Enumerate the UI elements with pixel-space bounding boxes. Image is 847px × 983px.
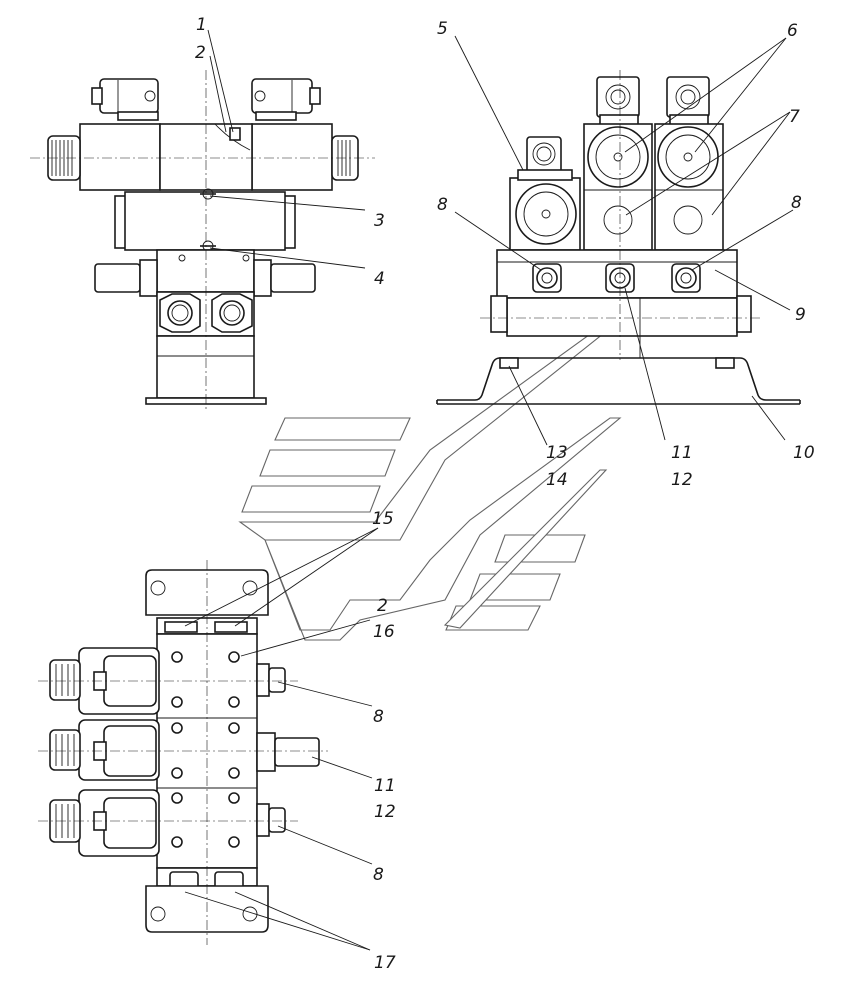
solenoid-row-3 [49,789,286,857]
callout-8-right: 8 [791,193,802,213]
port-plugs [532,263,701,293]
callout-12-plan: 12 [374,802,396,822]
callout-10: 10 [793,443,815,463]
front-view [30,70,375,410]
callout-13: 13 [546,443,568,463]
callout-7: 7 [789,107,800,127]
callout-17: 17 [374,953,396,973]
callout-15: 15 [372,509,394,529]
callout-11: 11 [671,443,693,463]
callout-6: 6 [787,21,798,41]
callout-9: 9 [795,305,806,325]
solenoid-row-2 [49,719,320,781]
connector-left [91,78,159,121]
callout-3: 3 [374,211,385,231]
callout-16: 16 [373,622,395,642]
callout-5: 5 [437,19,448,39]
plan-view [38,560,328,945]
callout-8-plan-bottom: 8 [373,865,384,885]
callout-14: 14 [546,470,568,490]
callout-11-plan: 11 [374,776,396,796]
callout-2-plan: 2 [377,596,388,616]
callout-1: 1 [196,15,207,35]
callout-8-plan-top: 8 [373,707,384,727]
callout-4: 4 [374,269,385,289]
callout-labels: 1 2 3 4 5 6 7 8 8 9 10 11 12 13 14 15 2 … [195,15,815,973]
callout-8-left: 8 [437,195,448,215]
connector-right [251,78,321,121]
leader-lines [184,29,794,951]
watermark-logo [238,297,650,641]
callout-2: 2 [195,43,206,63]
callout-12: 12 [671,470,693,490]
